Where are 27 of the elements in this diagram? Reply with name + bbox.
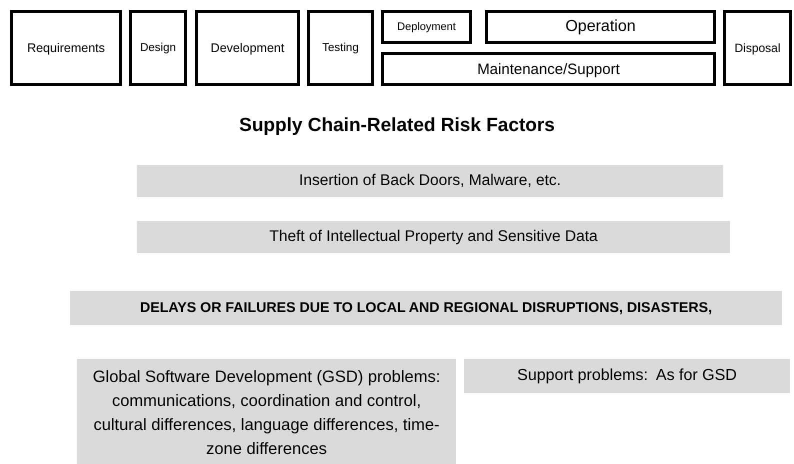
- risk-factor-text: Support problems: As for GSD: [517, 367, 737, 385]
- phase-box: [723, 10, 792, 86]
- phase-label: Requirements: [27, 41, 105, 55]
- phase-box: [195, 10, 300, 86]
- phase-box: [129, 10, 187, 86]
- phase-box: [10, 10, 122, 86]
- phase-box: [485, 10, 716, 44]
- risk-factor-text: Insertion of Back Doors, Malware, etc.: [299, 172, 561, 190]
- phase-box: [381, 52, 716, 86]
- phase-box: [381, 10, 472, 44]
- risk-factor-text: DELAYS OR FAILURES DUE TO LOCAL AND REGIONAL DISRUPTIONS, DISASTERS,: [140, 300, 712, 316]
- phase-label: Disposal: [734, 41, 781, 55]
- risk-factor-text: Global Software Development (GSD) problems: communications, coordination and control, cultural differences, language differences, time-zone differences: [92, 367, 442, 460]
- risk-factor-text: Theft of Intellectual Property and Sensitive Data: [269, 228, 598, 246]
- risk-factor-band: [137, 165, 723, 197]
- phase-label: Maintenance/Support: [477, 60, 620, 78]
- risk-factor-band: [70, 291, 782, 325]
- risk-factor-band: [137, 221, 730, 253]
- phase-label: Operation: [565, 18, 636, 36]
- phase-label: Design: [140, 42, 176, 54]
- phase-label: Deployment: [397, 21, 456, 33]
- diagram-title: Supply Chain-Related Risk Factors: [238, 115, 556, 137]
- phase-label: Development: [210, 41, 284, 55]
- risk-factor-band: [77, 359, 456, 464]
- risk-factor-band: [464, 359, 790, 393]
- phase-label: Testing: [322, 42, 359, 54]
- phase-box: [307, 10, 374, 86]
